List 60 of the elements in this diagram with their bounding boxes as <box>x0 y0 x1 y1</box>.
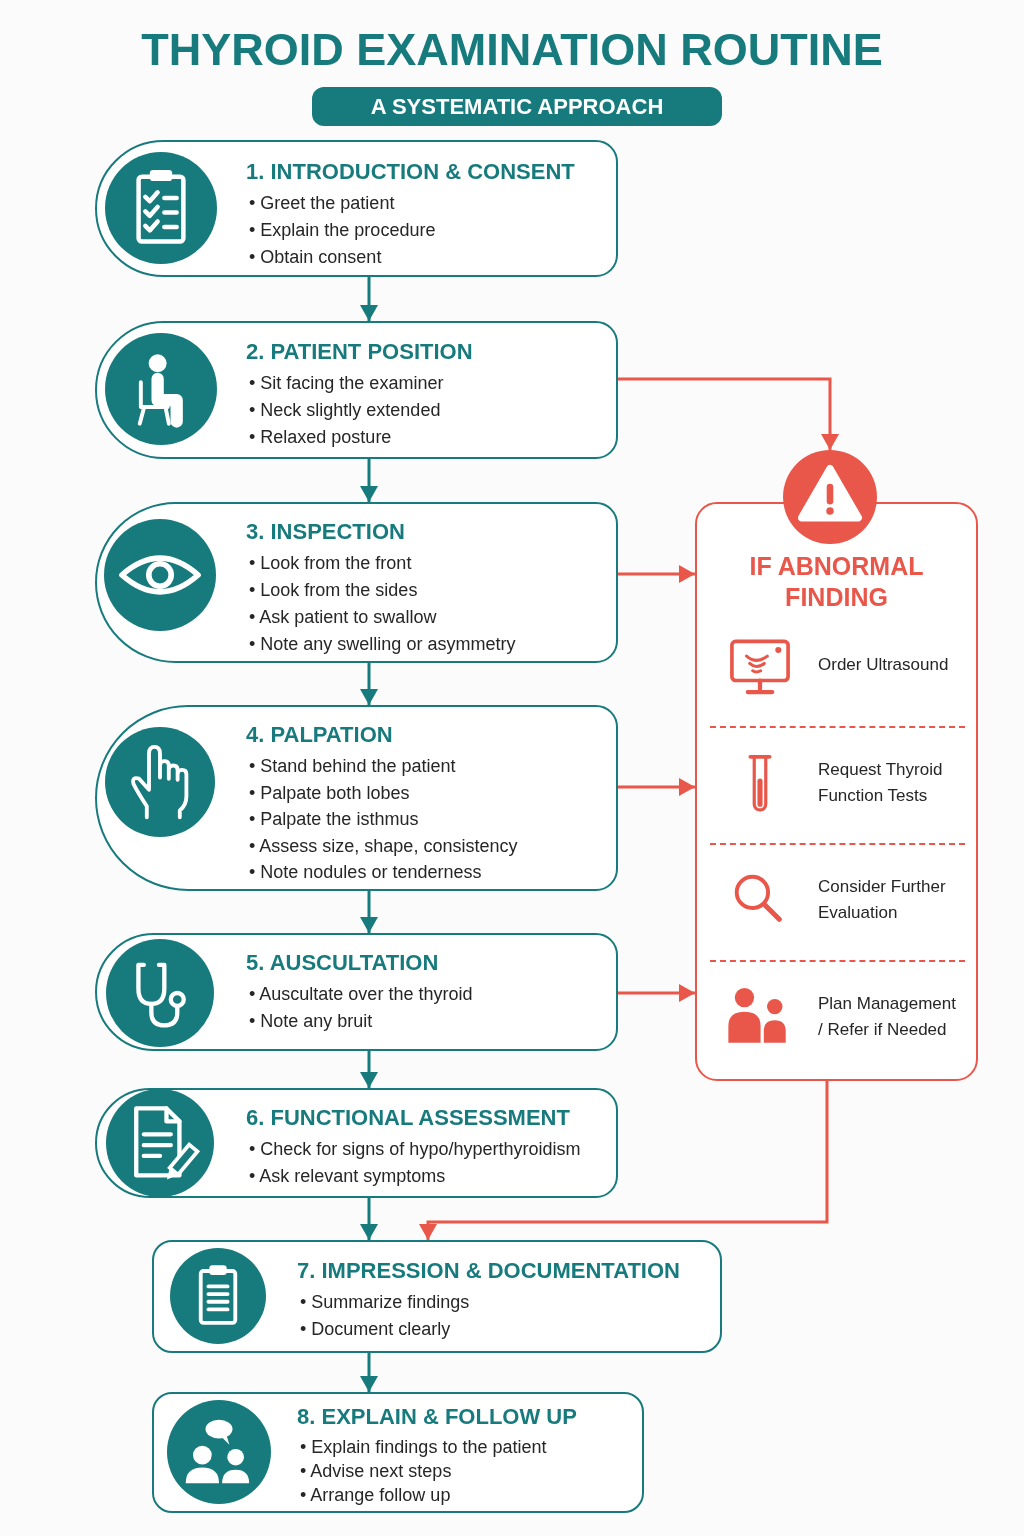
arrow <box>419 1081 829 1240</box>
bullet-item: • Assess size, shape, consistency <box>249 834 518 858</box>
bullet-item: • Note any bruit <box>249 1010 373 1033</box>
bullet-item: • Palpate the isthmus <box>249 808 419 831</box>
subtitle-banner: A SYSTEMATIC APPROACH <box>312 87 722 126</box>
step-card <box>152 1392 644 1513</box>
step-heading: 6. FUNCTIONAL ASSESSMENT <box>246 1104 570 1132</box>
step-card <box>95 140 618 277</box>
bullet-item: • Document clearly <box>300 1318 451 1341</box>
bullet-item: • Palpate both lobes <box>249 781 410 805</box>
bullet-item: • Explain the procedure <box>249 219 436 242</box>
bullet-item: • Summarize findings <box>300 1291 470 1314</box>
bullet-item: • Note any swelling or asymmetry <box>249 633 516 656</box>
step-card <box>95 321 618 459</box>
step-card <box>152 1240 722 1353</box>
alert-panel <box>695 502 978 1081</box>
arrow <box>360 891 378 933</box>
step-card <box>95 705 618 891</box>
arrow <box>618 984 695 1002</box>
action-text: Consider Further Evaluation <box>818 876 947 924</box>
title: THYROID EXAMINATION ROUTINE <box>141 23 883 77</box>
bullet-item: • Arrange follow up <box>300 1484 451 1507</box>
arrow <box>360 277 378 321</box>
bullet-item: • Relaxed posture <box>249 426 392 449</box>
step-heading: 2. PATIENT POSITION <box>246 338 473 366</box>
step-card <box>95 502 618 663</box>
bullet-item: • Look from the sides <box>249 579 418 602</box>
bullet-item: • Look from the front <box>249 552 412 575</box>
step-heading: 3. INSPECTION <box>246 518 405 546</box>
bullet-item: • Note nodules or tenderness <box>249 861 482 884</box>
bullet-item: • Auscultate over the thyroid <box>249 983 473 1006</box>
step-heading: 7. IMPRESSION & DOCUMENTATION <box>297 1257 680 1285</box>
arrow <box>618 565 695 583</box>
bullet-item: • Greet the patient <box>249 192 395 215</box>
bullet-item: • Stand behind the patient <box>249 755 456 778</box>
arrow <box>618 778 695 796</box>
step-heading: 4. PALPATION <box>246 721 393 749</box>
arrow <box>360 1198 378 1240</box>
bullet-item: • Explain findings to the patient <box>300 1436 547 1459</box>
arrow <box>360 1353 378 1392</box>
bullet-item: • Advise next steps <box>300 1460 452 1483</box>
arrow <box>360 459 378 502</box>
step-card <box>95 933 618 1051</box>
step-heading: 5. AUSCULTATION <box>246 949 439 977</box>
bullet-item: • Sit facing the examiner <box>249 372 444 395</box>
bullet-item: • Neck slightly extended <box>249 399 441 422</box>
step-heading: 1. INTRODUCTION & CONSENT <box>246 158 575 186</box>
arrow <box>360 663 378 705</box>
alert-heading: IF ABNORMAL FINDING <box>748 551 925 613</box>
step-heading: 8. EXPLAIN & FOLLOW UP <box>297 1403 577 1431</box>
bullet-item: • Check for signs of hypo/hyperthyroidism <box>249 1138 581 1161</box>
arrow <box>360 1051 378 1088</box>
arrow <box>618 377 839 450</box>
bullet-item: • Ask relevant symptoms <box>249 1165 446 1188</box>
action-text: Plan Management / Refer if Needed <box>818 993 957 1041</box>
bullet-item: • Obtain consent <box>249 246 382 269</box>
action-text: Request Thyroid Function Tests <box>818 759 944 807</box>
bullet-item: • Ask patient to swallow <box>249 606 437 629</box>
action-text: Order Ultrasound <box>818 654 950 676</box>
step-card <box>95 1088 618 1198</box>
